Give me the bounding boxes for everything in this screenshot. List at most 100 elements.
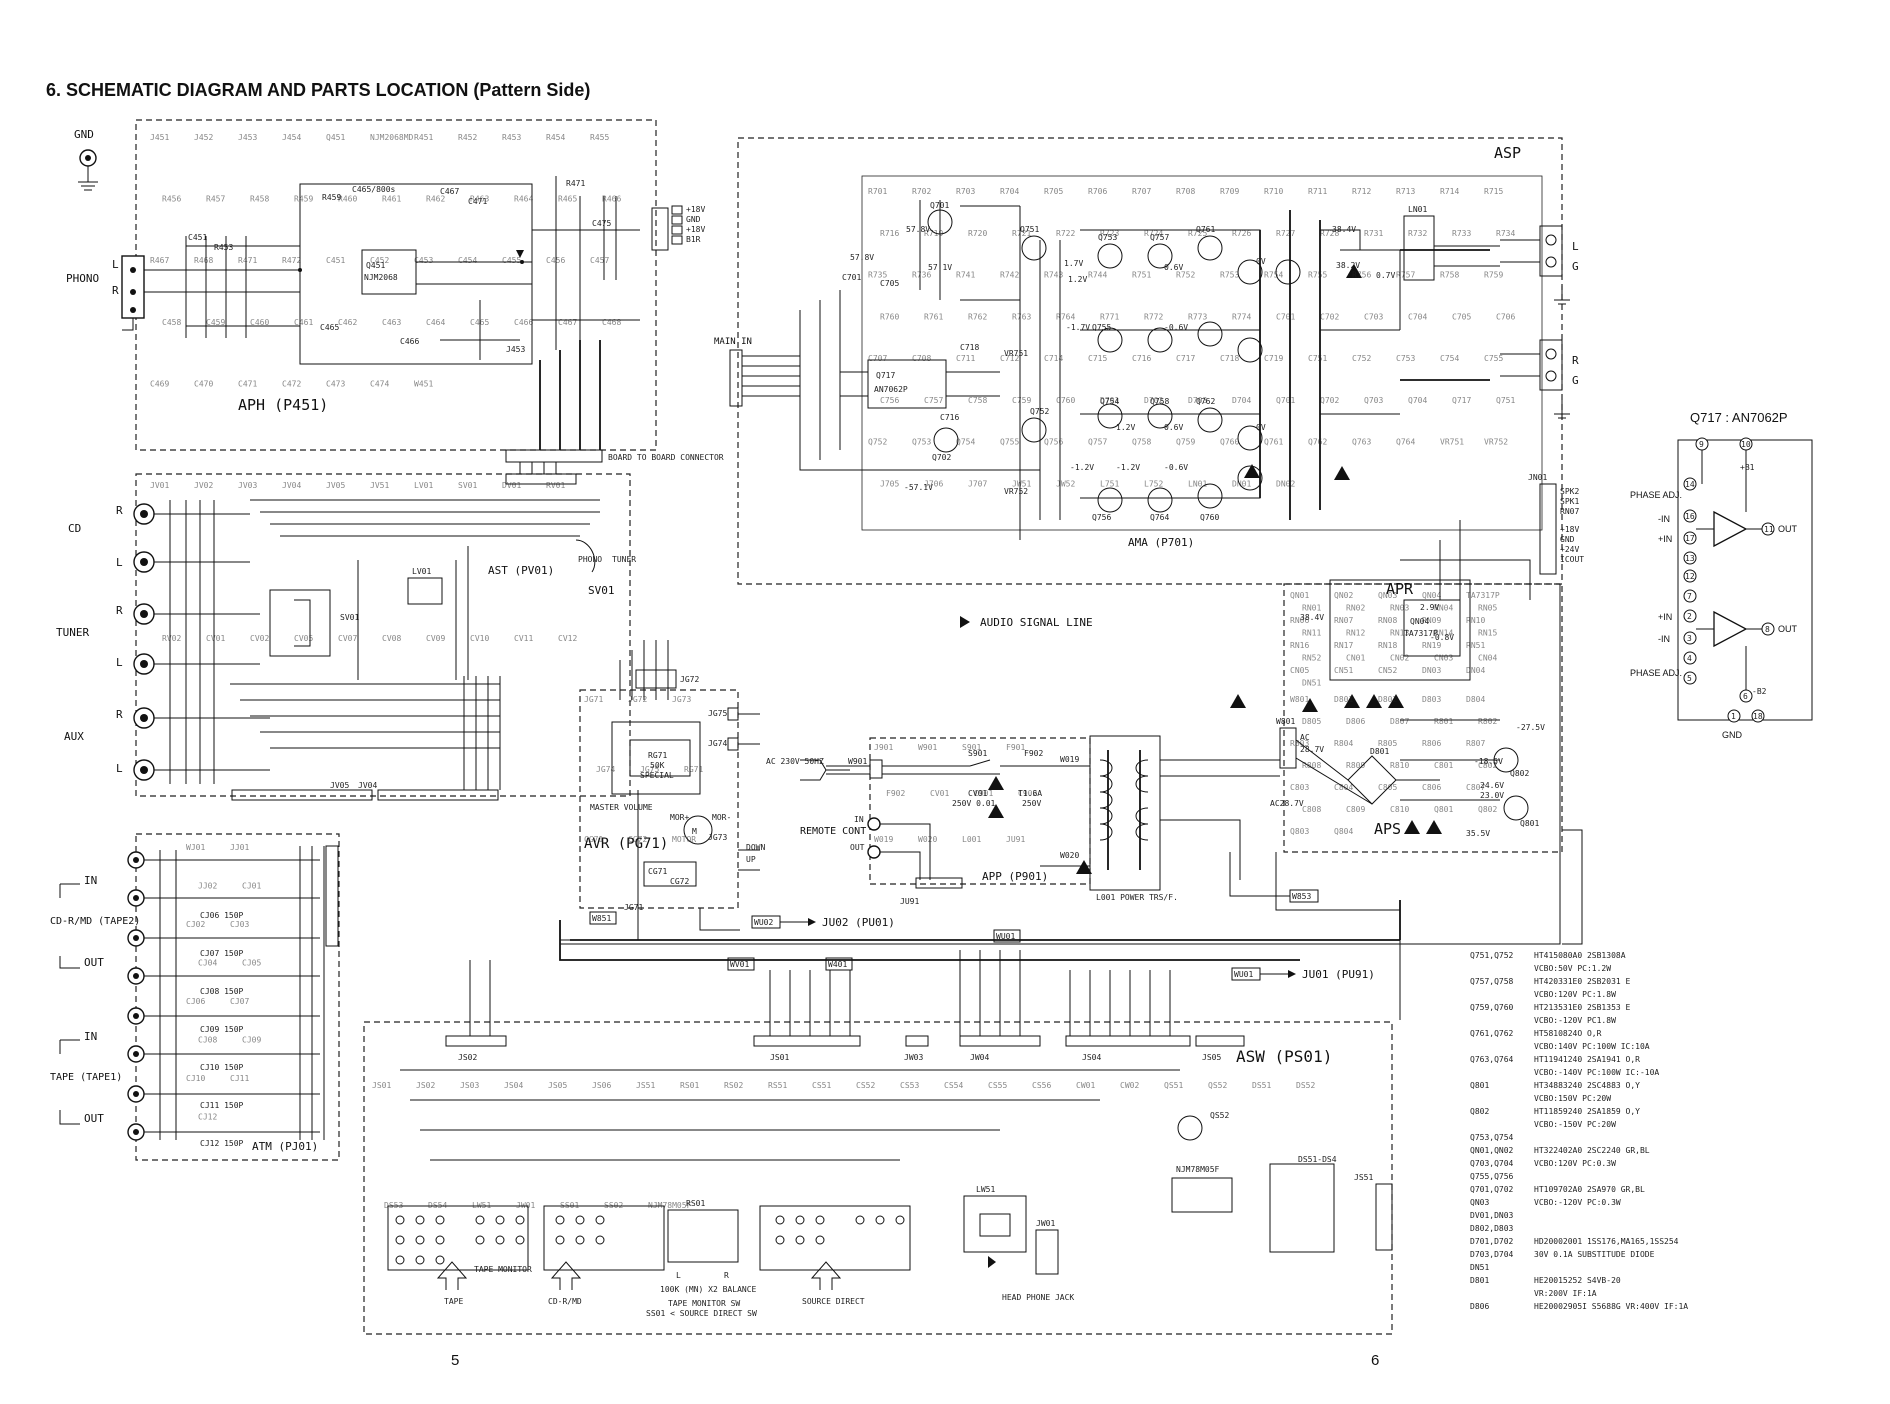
tape-monitor-sw-label: TAPE MONITOR SW [668, 1299, 740, 1308]
component-ref-cs53: CS53 [900, 1081, 919, 1090]
asw-switch-contacts [387, 1205, 911, 1271]
block-asw-boundary [363, 1021, 1393, 1335]
component-ref-rn51: RN51 [1466, 641, 1485, 650]
component-ref-d802: D802 [1378, 695, 1397, 704]
component-ref-cj12: CJ12 [198, 1113, 217, 1122]
svg-text:13: 13 [1685, 554, 1695, 563]
svg-text:S901: S901 [968, 749, 987, 758]
component-ref-c451: C451 [326, 256, 345, 265]
svg-text:9: 9 [1699, 440, 1704, 449]
component-ref-rg71: RG71 [684, 765, 703, 774]
block-app-boundary [869, 737, 1091, 885]
audio-signal-line-legend: AUDIO SIGNAL LINE [960, 616, 1093, 629]
component-ref-j451: J451 [150, 133, 169, 142]
component-ref-q803: Q803 [1290, 827, 1309, 836]
svg-text:C466: C466 [400, 337, 419, 346]
component-ref-cw01: CW01 [1076, 1081, 1095, 1090]
component-ref-q801: Q801 [1434, 805, 1453, 814]
component-ref-r755: R755 [1308, 271, 1327, 280]
svg-text:SPK1: SPK1 [1560, 497, 1579, 506]
svg-text:IN: IN [84, 874, 97, 887]
svg-text:-IN: -IN [1658, 634, 1670, 644]
svg-text:R: R [116, 604, 123, 617]
component-ref-cn52: CN52 [1378, 666, 1397, 675]
parts-table-ref: Q757,Q758 [1470, 977, 1514, 986]
component-ref-c757: C757 [924, 396, 943, 405]
component-ref-js01: JS01 [372, 1081, 391, 1090]
component-ref-cn03: CN03 [1434, 654, 1453, 663]
component-ref-c901: C901 [974, 789, 993, 798]
svg-text:+IN: +IN [1658, 612, 1672, 622]
safety-warning-triangles [988, 264, 1442, 874]
svg-text:Q760: Q760 [1200, 513, 1219, 522]
component-ref-j454: J454 [282, 133, 301, 142]
parts-table-desc: HT213531E0 2SB1353 E [1534, 1003, 1631, 1012]
component-ref-c752: C752 [1352, 354, 1371, 363]
svg-text:B1R: B1R [686, 235, 701, 244]
board-to-board-label: BOARD TO BOARD CONNECTOR [608, 453, 724, 462]
component-ref-ss02: SS02 [604, 1201, 623, 1210]
component-ref-c756: C756 [880, 396, 899, 405]
component-ref-w019: W019 [874, 835, 893, 844]
svg-text:JS04: JS04 [1082, 1053, 1101, 1062]
svg-text:QN04: QN04 [1410, 617, 1429, 626]
svg-text:UP: UP [746, 855, 756, 864]
svg-text:W801: W801 [1276, 717, 1295, 726]
svg-text:W020: W020 [1060, 851, 1079, 860]
svg-text:R459: R459 [322, 193, 341, 202]
svg-text:RN07: RN07 [1560, 507, 1579, 516]
component-ref-c462: C462 [338, 318, 357, 327]
component-ref-r711: R711 [1308, 187, 1327, 196]
svg-text:+18V: +18V [686, 225, 705, 234]
component-ref-r735: R735 [868, 271, 887, 280]
svg-text:F902: F902 [1024, 749, 1043, 758]
parts-table-ref: Q701,Q702 [1470, 1185, 1514, 1194]
component-ref-r741: R741 [956, 271, 975, 280]
component-ref-j452: J452 [194, 133, 213, 142]
svg-text:-1.2V: -1.2V [1070, 463, 1094, 472]
aux-label: AUX [64, 730, 84, 743]
component-ref-r751: R751 [1132, 271, 1151, 280]
component-ref-r705: R705 [1044, 187, 1063, 196]
component-ref-r758: R758 [1440, 271, 1459, 280]
block-ama-inner [861, 175, 1543, 531]
component-ref-r454: R454 [546, 133, 565, 142]
svg-text:28.7V: 28.7V [1300, 745, 1324, 754]
svg-text:Q758: Q758 [1150, 397, 1169, 406]
component-ref-rn52: RN52 [1302, 654, 1321, 663]
block-label-app: APP (P901) [982, 870, 1048, 883]
svg-text:-0.6V: -0.6V [1164, 323, 1188, 332]
component-ref-c452: C452 [370, 256, 389, 265]
svg-text:JS02: JS02 [458, 1053, 477, 1062]
component-ref-c455: C455 [502, 256, 521, 265]
component-ref-r703: R703 [956, 187, 975, 196]
component-ref-cj10: CJ10 [186, 1074, 205, 1083]
component-ref-r734: R734 [1496, 229, 1515, 238]
component-ref-cn01: CN01 [1346, 654, 1365, 663]
svg-text:CJ10 150P: CJ10 150P [200, 1063, 244, 1072]
block-label-atm: ATM (PJ01) [252, 1140, 318, 1153]
component-ref-c753: C753 [1396, 354, 1415, 363]
component-ref-cj07: CJ07 [230, 997, 249, 1006]
svg-text:JW03: JW03 [904, 1053, 923, 1062]
component-ref-njm78m05f: NJM78M05F [648, 1201, 692, 1210]
svg-text:-0.8V: -0.8V [1430, 633, 1454, 642]
component-ref-c453: C453 [414, 256, 433, 265]
svg-text:CJ06 150P: CJ06 150P [200, 911, 244, 920]
svg-text:AC28.7V: AC28.7V [1270, 799, 1304, 808]
component-ref-r726: R726 [1232, 229, 1251, 238]
board-to-board-connector: BOARD TO BOARD CONNECTOR [505, 449, 724, 485]
tape-label: TAPE (TAPE1) [50, 1072, 122, 1083]
component-ref-r455: R455 [590, 133, 609, 142]
svg-text:-B2: -B2 [1752, 687, 1767, 696]
parts-table-desc: HT322402A0 2SC2240 GR,BL [1534, 1146, 1650, 1155]
phono-input: PHONO L R [66, 255, 300, 331]
component-ref-rs02: RS02 [724, 1081, 743, 1090]
component-ref-r756: R756 [1352, 271, 1371, 280]
svg-text:50K: 50K [650, 761, 665, 770]
svg-text:NJM2068: NJM2068 [364, 273, 398, 282]
svg-text:CJ08 150P: CJ08 150P [200, 987, 244, 996]
component-ref-rn02: RN02 [1346, 604, 1365, 613]
component-ref-q757: Q757 [1088, 438, 1107, 447]
